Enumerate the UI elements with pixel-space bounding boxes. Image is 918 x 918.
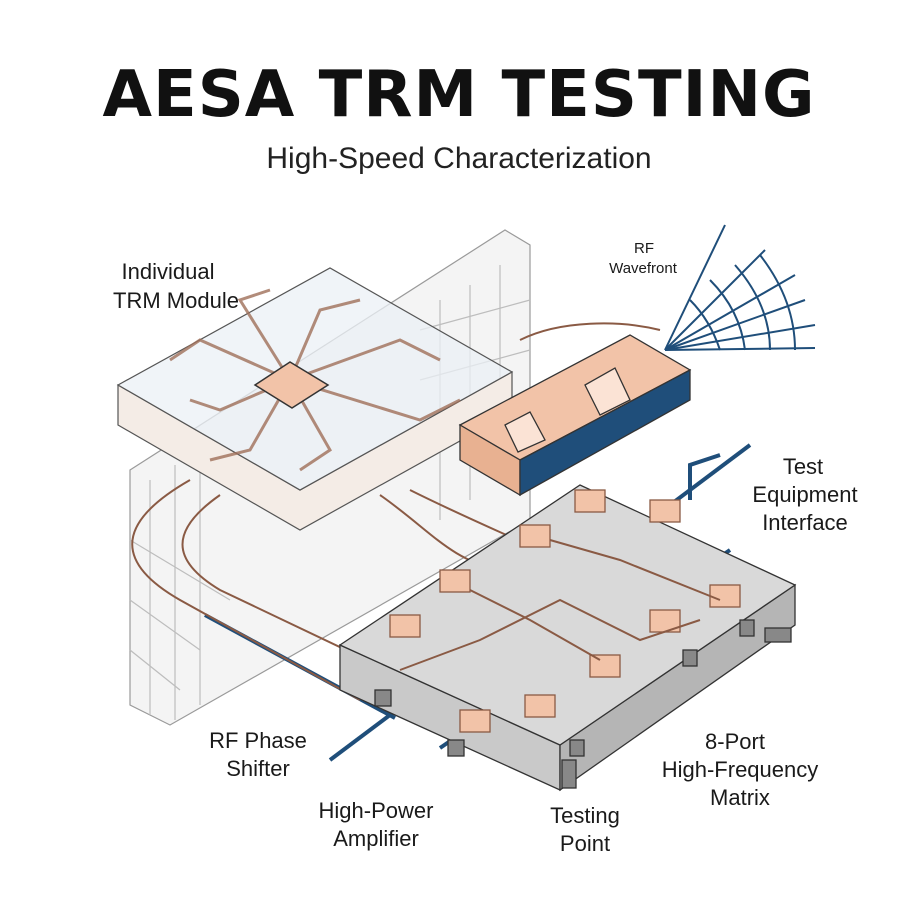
label-testing-point-line1: Testing xyxy=(550,803,620,828)
diagram-subtitle: High-Speed Characterization xyxy=(266,142,652,175)
label-test-equipment-line3: Interface xyxy=(762,510,848,535)
label-amplifier-line1: High-Power xyxy=(319,798,434,823)
label-test-equipment-line2: Equipment xyxy=(752,482,857,507)
trm-module xyxy=(116,267,514,531)
label-trm-module-line2: TRM Module xyxy=(113,288,239,313)
label-matrix-line3: Matrix xyxy=(710,785,770,810)
label-amplifier-line2: Amplifier xyxy=(333,826,419,851)
port-connector xyxy=(374,689,392,707)
label-matrix-line2: High-Frequency xyxy=(662,757,819,782)
rf-frontend-block xyxy=(458,334,692,497)
port-connector xyxy=(739,619,755,637)
label-matrix-line1: 8-Port xyxy=(705,729,765,754)
label-rf-wavefront-line2: Wavefront xyxy=(609,260,678,277)
diagram-title: AESA TRM TESTING xyxy=(102,58,816,132)
label-phase-shifter-line2: Shifter xyxy=(226,756,290,781)
port-connector xyxy=(569,739,585,757)
label-testing-point-line2: Point xyxy=(560,831,610,856)
label-trm-module-line1: Individual xyxy=(122,259,215,284)
port-connector xyxy=(682,649,698,667)
label-test-equipment-line1: Test xyxy=(783,454,823,479)
port-connector xyxy=(447,739,465,757)
rf-wavefront-arrows xyxy=(664,224,816,351)
high-frequency-matrix xyxy=(338,484,797,792)
label-rf-wavefront-line1: RF xyxy=(634,240,654,257)
label-phase-shifter-line1: RF Phase xyxy=(209,728,307,753)
sma-connector xyxy=(764,627,792,643)
trm-chip xyxy=(253,361,330,409)
sma-connector xyxy=(561,759,577,789)
